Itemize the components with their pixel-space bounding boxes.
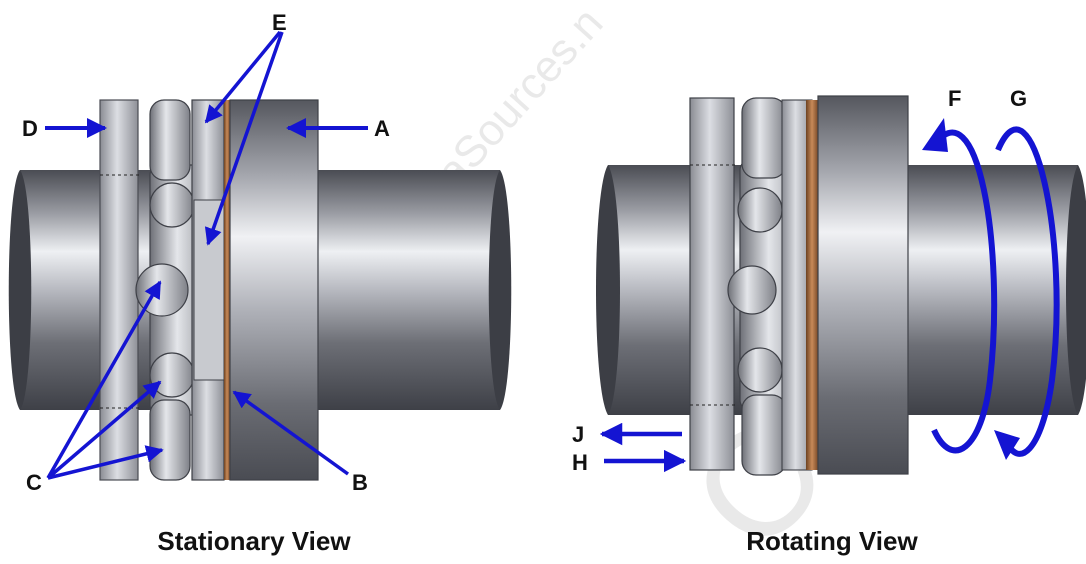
bronze-strip-b (224, 100, 230, 480)
arrow-c-3 (47, 445, 164, 480)
label-a: A (374, 116, 390, 141)
arrow-b (232, 390, 350, 476)
flange-rotating (817, 95, 909, 475)
rotating-view: F G J H Rotating View (572, 86, 1086, 556)
caption-stationary: Stationary View (157, 526, 351, 556)
stationary-view: D A E C B Stationary View (8, 10, 512, 556)
plate-rotating (689, 97, 735, 471)
caption-rotating: Rotating View (746, 526, 918, 556)
arrow-c-2 (46, 380, 162, 480)
label-h: H (572, 450, 588, 475)
label-e: E (272, 10, 287, 35)
label-d: D (22, 116, 38, 141)
label-f: F (948, 86, 961, 111)
arrow-e-2 (204, 31, 284, 246)
flange-a (229, 99, 319, 481)
rotation-arrow-f (929, 129, 998, 454)
arrow-c-1 (46, 280, 162, 479)
bronze-strip-rotating (806, 100, 818, 470)
arrow-e-1 (204, 30, 282, 124)
label-c: C (26, 470, 42, 495)
label-j: J (572, 422, 584, 447)
label-b: B (352, 470, 368, 495)
plate-d (99, 99, 139, 481)
rotation-arrow-g (995, 126, 1060, 457)
label-g: G (1010, 86, 1027, 111)
